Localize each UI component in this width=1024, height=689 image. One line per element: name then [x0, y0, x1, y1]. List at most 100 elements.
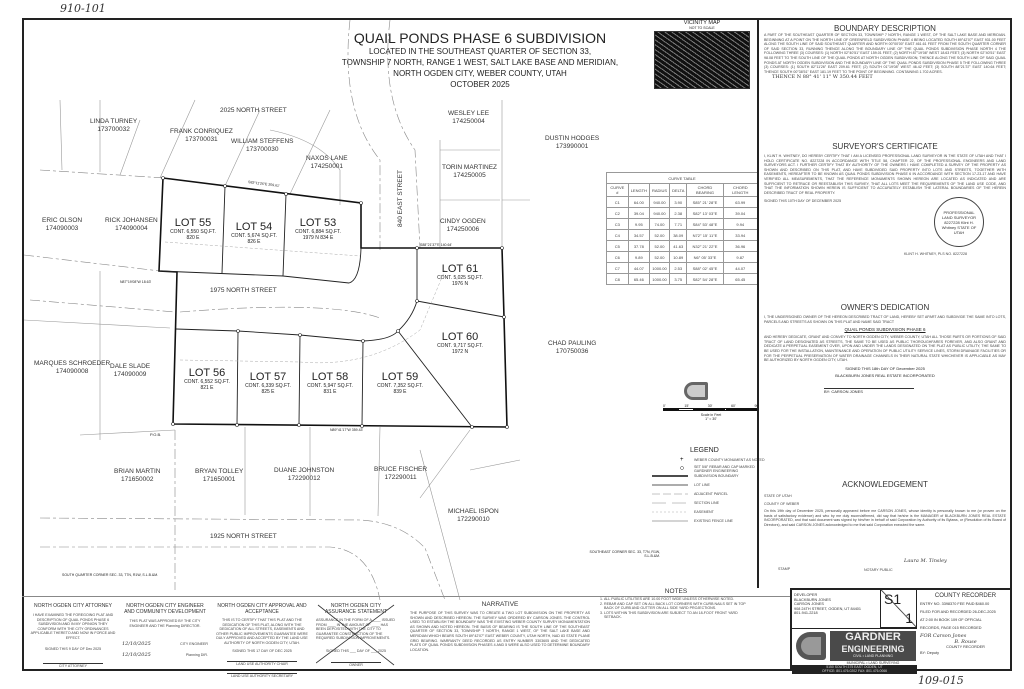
- stamp-label: STAMP: [778, 567, 791, 571]
- city-engineer-block: NORTH OGDEN CITY ENGINEER AND COMMUNITY …: [122, 603, 208, 658]
- owner-company: BLACKBURN JONES REAL ESTATE INCORPORATED: [835, 372, 935, 378]
- street-label: 1925 NORTH STREET: [210, 533, 277, 540]
- vicinity-map-image: [654, 31, 750, 89]
- curve-table-cell: 63.99: [722, 196, 759, 208]
- adjacent-parcel-line: [29, 299, 176, 313]
- curve-table-cell: C1: [606, 196, 629, 208]
- street-edge: [40, 546, 381, 600]
- legend-symbols: +: [652, 457, 688, 522]
- section-title: BOUNDARY DESCRIPTION: [834, 24, 936, 33]
- curve-table-cell: 44.07: [722, 262, 759, 274]
- curve-table-cell: S82° 54' 28"E: [686, 273, 724, 285]
- curve-table-cell: 38.09: [669, 229, 688, 241]
- ack-text: On this 19th day of December 2025, perso…: [764, 509, 1006, 527]
- street-edge: [347, 19, 381, 250]
- section-title: ACKNOWLEDGEMENT: [842, 480, 928, 489]
- note-item: ALL PUBLIC UTILITIES ARE 10.00 FOOT WIDE…: [604, 597, 756, 602]
- curve-table-cell: 52.00: [648, 229, 671, 241]
- legend-item: ADJACENT PARCEL: [694, 492, 729, 496]
- scale-bar: 0'15'30'60'90' Scale in Feet 1" = 30': [663, 404, 759, 421]
- svg-text:+: +: [680, 457, 684, 463]
- curve-table-cell: 64.00: [627, 196, 650, 208]
- sheet-handwritten-note: 109-015: [918, 674, 964, 687]
- curve-table-cell: 940.00: [648, 196, 671, 208]
- notary-label: NOTARY PUBLIC: [864, 568, 893, 572]
- plat-title: QUAIL PONDS PHASE 6 SUBDIVISION: [353, 30, 607, 46]
- curve-table-cell: 65.46: [627, 273, 650, 285]
- curve-table-cell: C8: [606, 273, 629, 285]
- section-title: SURVEYOR'S CERTIFICATE: [832, 142, 938, 151]
- curve-table-cell: 10.89: [669, 251, 688, 263]
- curve-table-cell: 2.53: [669, 262, 688, 274]
- title-line: TOWNSHIP 7 NORTH, RANGE 1 WEST, SALT LAK…: [341, 58, 619, 67]
- section-title: OWNER'S DEDICATION: [840, 303, 930, 312]
- legend-item: SUBDIVISION BOUNDARY: [694, 474, 739, 478]
- curve-table-cell: C7: [606, 262, 629, 274]
- bottom-divider: [22, 596, 790, 597]
- legend-item: EASEMENT: [694, 510, 714, 514]
- curve-table-cell: C4: [606, 229, 629, 241]
- handwritten-amendment: THENCE N 88° 41' 11" W 350.44 FEET: [772, 74, 873, 81]
- narrative-text: THE PURPOSE OF THIS SURVEY WAS TO CREATE…: [410, 611, 590, 652]
- curve-table-cell: 41.63: [669, 240, 688, 252]
- curve-table-cell: 940.00: [648, 207, 671, 219]
- street-label: 2025 NORTH STREET: [220, 107, 287, 114]
- plat-map: [23, 19, 530, 600]
- note-item: REBAR AND CAP SET ON ALL BACK LOT CORNER…: [604, 602, 756, 611]
- surveyor-signed-date: SIGNED THIS 10TH DAY OF DECEMBER 2025: [764, 199, 842, 204]
- curve-table-cell: N32° 21' 22"E: [686, 240, 724, 252]
- gardner-engineering-logo: GARDNER ENGINEERING CIVIL • LAND PLANNIN…: [792, 628, 917, 674]
- curve-table-cell: S84° 53' 48"E: [686, 218, 724, 230]
- bearing-label: N89°41'17"W 359.43': [330, 428, 364, 432]
- surveyor-seal: PROFESSIONAL LAND SURVEYOR 8227228 Klint…: [934, 197, 984, 247]
- acknowledgement: ACKNOWLEDGEMENT STATE OF UTAH COUNTY OF …: [764, 480, 1006, 572]
- curve-table-cell: 52.00: [648, 240, 671, 252]
- owner-signed-date: SIGNED THIS 18th DAY OF December 2025: [845, 365, 925, 371]
- subdivision-name: QUAIL PONDS SUBDIVISION PHASE 6: [844, 327, 926, 333]
- boundary-text: A PART OF THE SOUTHEAST QUARTER OF SECTI…: [764, 33, 1006, 74]
- owner-signature-line: BY: CARSON JONES: [824, 387, 914, 394]
- legend-item: SECTION LINE: [694, 501, 719, 505]
- bearing-label: S88°21'37"E 140.64': [420, 243, 453, 247]
- curve-table-cell: S85° 21' 28"E: [686, 196, 724, 208]
- plat-title-block: QUAIL PONDS PHASE 6 SUBDIVISION LOCATED …: [300, 30, 660, 90]
- notary-signature: Laura M. Tinsley: [904, 558, 947, 564]
- void-cross-mark: [316, 604, 395, 666]
- curve-table-cell: 1000.00: [648, 262, 671, 274]
- title-line: LOCATED IN THE SOUTHEAST QUARTER OF SECT…: [368, 47, 592, 56]
- curve-table-cell: 1000.00: [648, 273, 671, 285]
- legend-item: EXISTING FENCE LINE: [694, 519, 733, 523]
- curve-table-cell: 37.78: [627, 240, 650, 252]
- curve-table-cell: C2: [606, 207, 629, 219]
- south-quarter-corner-label: SOUTH QUARTER CORNER SEC. 33, T7N, R1W, …: [62, 573, 159, 577]
- curve-table-cell: 9.87: [722, 251, 759, 263]
- curve-table-cell: 39.04: [722, 207, 759, 219]
- curve-table-cell: 65.45: [722, 273, 759, 285]
- adjacent-parcel-line: [39, 169, 166, 179]
- curve-table-cell: C6: [606, 251, 629, 263]
- sheet-number: S1 1: [880, 590, 917, 628]
